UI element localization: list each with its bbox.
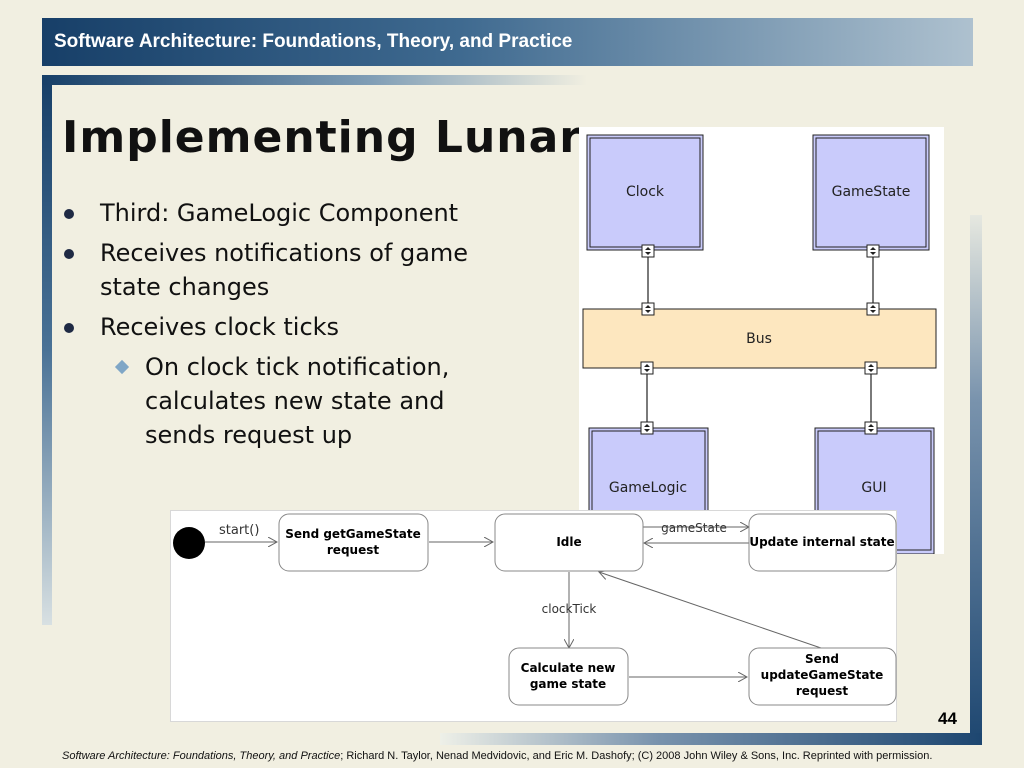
state-label: Idle: [556, 535, 581, 549]
bullet-item: Third: GameLogic Component: [62, 196, 482, 230]
state-label-line1: Calculate new: [521, 661, 616, 675]
bullet-text: Receives clock ticks: [100, 313, 340, 341]
transition-label: gameState: [661, 521, 727, 535]
footer-citation-text: ; Richard N. Taylor, Nenad Medvidovic, a…: [340, 750, 933, 762]
component-diagram: Clock GameState Bus GameLogic GUI: [579, 127, 944, 558]
header-bar: Software Architecture: Foundations, Theo…: [42, 18, 973, 66]
component-label: GameLogic: [609, 480, 687, 496]
state-label-line2: request: [327, 543, 379, 557]
sub-bullet-text: On clock tick notification, calculates n…: [145, 353, 450, 449]
port-icon: [864, 361, 878, 375]
bullet-item: Receives notifications of game state cha…: [62, 236, 482, 304]
sub-bullet-item: On clock tick notification, calculates n…: [62, 350, 482, 452]
state-update-internal: Update internal state: [748, 513, 897, 572]
port-icon: [641, 302, 655, 316]
right-rule: [970, 215, 982, 745]
port-icon: [864, 421, 878, 435]
component-label: Bus: [746, 331, 772, 347]
slide-title: Implementing Lunar: [62, 112, 582, 163]
state-diagram: start() gameState clockTick Send getGame…: [170, 510, 897, 722]
port-icon: [640, 421, 654, 435]
state-send-updategamestate: Send updateGameState request: [748, 647, 897, 706]
component-bus: Bus: [582, 308, 937, 369]
state-diagram-svg: start() gameState clockTick Send getGame…: [173, 513, 897, 706]
bullet-list: Third: GameLogic Component Receives noti…: [62, 196, 482, 452]
port-icon: [866, 302, 880, 316]
port-icon: [866, 244, 880, 258]
bottom-rule: [440, 733, 982, 745]
initial-state-icon: [173, 527, 205, 559]
component-diagram-svg: Clock GameState Bus GameLogic GUI: [582, 134, 937, 558]
bullet-text: Receives notifications of game state cha…: [100, 239, 469, 301]
state-label: Update internal state: [749, 535, 894, 549]
component-label: GameState: [832, 184, 911, 200]
state-label-line2: game state: [530, 677, 606, 691]
footer-book-title: Software Architecture: Foundations, Theo…: [62, 750, 341, 762]
diamond-bullet-icon: [114, 359, 130, 375]
state-label-line1: Send: [805, 652, 839, 666]
state-send-getgamestate: Send getGameState request: [278, 513, 429, 572]
page-number: 44: [938, 709, 957, 728]
state-label-line3: request: [796, 684, 848, 698]
left-rule: [42, 75, 52, 625]
footer-citation: Software Architecture: Foundations, Theo…: [62, 750, 932, 762]
bullet-item: Receives clock ticks: [62, 310, 482, 344]
state-label-line2: updateGameState: [761, 668, 884, 682]
state-idle: Idle: [494, 513, 644, 572]
component-gamestate: GameState: [812, 134, 930, 251]
transition-label: clockTick: [542, 602, 597, 616]
header-title: Software Architecture: Foundations, Theo…: [54, 31, 573, 52]
component-label: GUI: [861, 480, 886, 496]
transition-label: start(): [219, 523, 259, 538]
component-clock: Clock: [586, 134, 704, 251]
port-icon: [641, 244, 655, 258]
port-icon: [640, 361, 654, 375]
state-label-line1: Send getGameState: [285, 527, 421, 541]
component-label: Clock: [626, 184, 665, 200]
state-calculate-new: Calculate new game state: [508, 647, 629, 706]
bullet-text: Third: GameLogic Component: [100, 199, 459, 227]
top-rule: [42, 75, 587, 85]
